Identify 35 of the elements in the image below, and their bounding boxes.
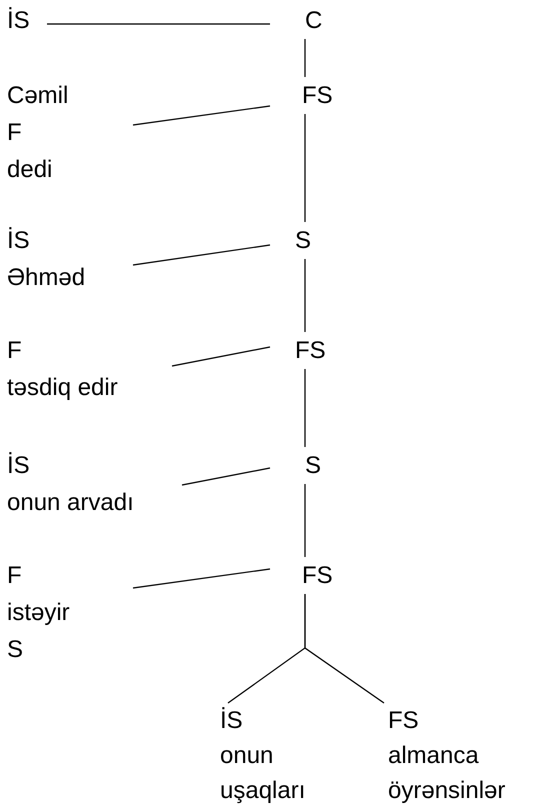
tree-label: onun arvadı [7, 488, 135, 518]
tree-branch-line [47, 23, 270, 25]
tree-branch-line [132, 244, 270, 266]
tree-branch-line [304, 114, 306, 222]
tree-branch-line [182, 467, 270, 486]
tree-branch-line [172, 346, 270, 367]
tree-branch-line [304, 259, 306, 332]
tree-label: S [305, 451, 322, 481]
tree-branch-line [132, 105, 270, 126]
tree-label: Əhməd [7, 263, 86, 293]
tree-label: F [7, 118, 23, 148]
tree-label: İS [7, 451, 31, 481]
tree-branch-line [304, 484, 306, 557]
tree-label: F [7, 561, 23, 591]
tree-label: təsdiq edir [7, 373, 119, 403]
tree-label: C [305, 6, 324, 36]
tree-label: onun uşaqları [220, 741, 306, 806]
tree-label: S [7, 635, 24, 665]
tree-label: İS [220, 706, 244, 736]
tree-label: FS [295, 336, 327, 366]
tree-branch-line [132, 568, 270, 589]
tree-label: FS [388, 706, 420, 736]
tree-label: FS [302, 81, 334, 111]
tree-label: İS [7, 226, 31, 256]
tree-label: almanca öyrənsinlər [388, 741, 506, 806]
tree-label: İS [7, 6, 31, 36]
tree-label: Cəmil [7, 81, 70, 111]
tree-branch-line [304, 594, 384, 704]
tree-label: dedi [7, 155, 54, 185]
tree-branch-line [304, 369, 306, 447]
tree-label: FS [302, 561, 334, 591]
tree-label: istəyir [7, 598, 71, 628]
tree-label: F [7, 336, 23, 366]
tree-branch-line [304, 39, 306, 77]
tree-label: S [295, 226, 312, 256]
